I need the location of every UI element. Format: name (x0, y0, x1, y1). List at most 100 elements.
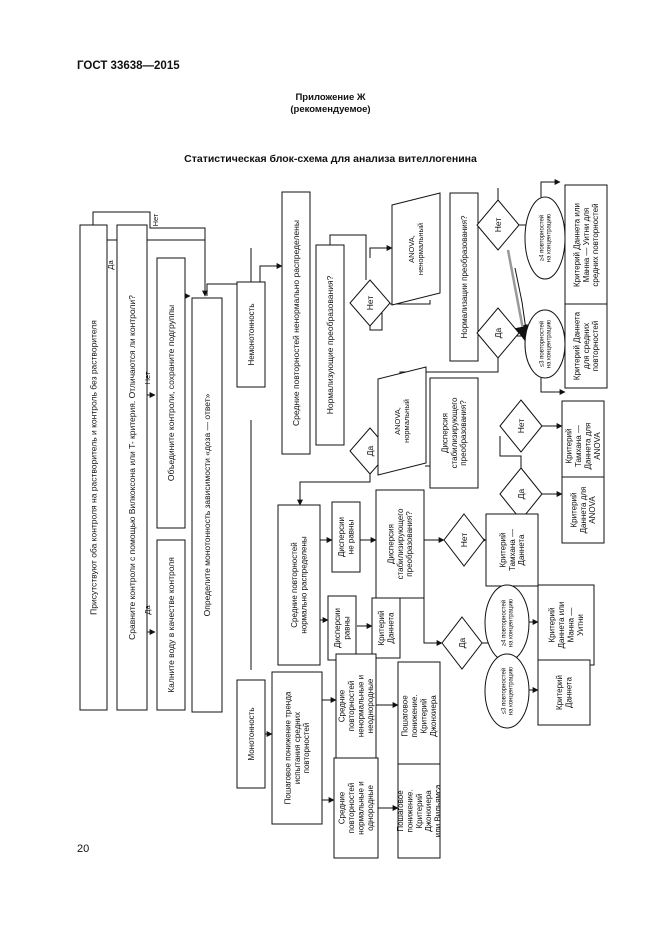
flow-node-text: Да (365, 445, 375, 456)
flow-node-text: Нормализующие преобразования? (325, 275, 335, 414)
connector-line (297, 474, 371, 506)
flow-node-text: ≤3 повторностейна концентрацию (539, 319, 553, 368)
flow-node-text: КритерийТамхана —Даннета (498, 529, 526, 571)
flow-node-text: ANOVA,ненормальный (407, 223, 425, 275)
flow-node-text: Дисперсиине равны (337, 517, 355, 557)
flow-node-n21: КритерийДаннета илиМанна —Уитни (537, 584, 595, 666)
flow-node-text: Сравните контроли с помощью Вилкоксона и… (127, 295, 137, 640)
flow-node-text: Немонотонность (247, 303, 256, 365)
flow-node-e4: ≤3 повторностейна концентрацию (484, 653, 530, 729)
appendix-subtitle: (рекомендуемое) (290, 104, 371, 115)
flow-node-d8: Да (441, 616, 483, 670)
connector-line (92, 225, 205, 241)
flow-node-text: КритерийТамхана —Даннета дляANOVA (565, 423, 602, 470)
flow-node-n28: Пошаговоепонижение.КритерийДжонхиера (397, 661, 441, 771)
flow-node-text: Да (457, 637, 467, 648)
flow-node-text: Нормализации преобразования? (460, 215, 469, 339)
flow-node-text: КритерийДаннета (555, 675, 573, 710)
connector-line (506, 249, 530, 342)
flow-node-text: Да (493, 327, 503, 338)
flow-node-text: ≤3 повторностейна концентрацию (501, 666, 515, 715)
connector-line (329, 234, 367, 280)
flow-node-n9: ANOVA,ненормальный (391, 192, 441, 306)
connector-line (92, 211, 208, 297)
flow-node-n10: Нормализации преобразования? (449, 192, 479, 362)
flow-node-text: Дисперсииравны (333, 608, 351, 648)
flow-node-text: Критерий Даннета илиМанна — Уитни длясре… (572, 203, 600, 287)
connector-line (540, 179, 561, 197)
flow-node-e1: ≥4 повторностейна концентрацию (524, 196, 566, 280)
flow-node-n11: Критерий Даннета илиМанна — Уитни длясре… (564, 184, 608, 306)
flow-node-text: Пошаговоепонижение.КритерийДжонхиера (401, 694, 438, 737)
edge-label-l4: Да (143, 605, 152, 615)
flow-node-n26: Пошаговое понижение трендаиспытания сред… (271, 671, 323, 825)
flow-node-n29: Средниеповторностейнормальные иоднородны… (333, 757, 379, 859)
connector-line (369, 245, 393, 258)
connector-line (390, 300, 431, 305)
connector-line (423, 572, 443, 646)
flow-node-e3: ≥4 повторностейна концентрацию (484, 584, 530, 662)
flow-node-text: Да (516, 488, 526, 499)
edge-label-l1: Нет (151, 213, 160, 226)
flow-node-text: Нет (516, 419, 526, 434)
flow-node-text: ≥4 повторностейна концентрацию (539, 213, 553, 262)
flow-node-n20: КритерийТамхана —Даннета (485, 513, 539, 587)
edge-label-l3: Нет (143, 371, 152, 384)
flow-node-text: Дисперсиястабилизирующегопреобразования? (386, 508, 414, 579)
flow-node-text: КритерийДаннета (377, 611, 395, 646)
flow-node-n3: Объедините контроли, сохраните подгруппы (156, 257, 186, 529)
flow-node-n27: Средниеповторностейненормальные инеоднор… (335, 653, 377, 759)
connector-line (514, 267, 529, 331)
flow-node-text: Средниеповторностейненормальные инеоднор… (338, 675, 375, 737)
flow-node-n4: Калните воду в качестве контроля (156, 539, 186, 711)
flow-node-n6: Немонотонность (236, 281, 266, 388)
flow-node-n24: КритерийДаннета (371, 597, 401, 659)
flow-node-n23: Дисперсииравны (327, 595, 357, 661)
flow-node-text: Нет (493, 218, 503, 233)
flow-node-text: Калните воду в качестве контроля (166, 557, 176, 693)
flow-node-d7: Нет (443, 513, 485, 567)
flow-node-n22: КритерийДаннета (537, 659, 591, 726)
flow-node-text: Нет (459, 533, 469, 548)
flow-node-text: Присутствуют оба контроля на растворител… (88, 320, 98, 615)
connector-line (369, 305, 383, 331)
page-number: 20 (77, 843, 90, 855)
flow-node-text: Дисперсиястабилизирующегопреобразования? (440, 397, 468, 468)
flow-node-text: Средниеповторностейнормальные иоднородны… (338, 781, 375, 834)
flow-node-text: Критерий Даннетадля среднихповторностей (572, 311, 600, 380)
appendix-title: Приложение Ж (295, 92, 366, 103)
flow-node-n5: Определите монотонность зависимости «доз… (191, 297, 223, 713)
flow-node-n8: Нормализующие преобразования? (315, 244, 345, 446)
flow-node-text: ANOVA,нормальный (393, 399, 411, 443)
flow-node-n25: Монотонность (236, 679, 266, 789)
flow-node-text: Монотонность (247, 707, 256, 760)
flow-node-text: Определите монотонность зависимости «доз… (202, 393, 212, 616)
connector-line (540, 378, 566, 395)
flow-node-d6: Да (499, 467, 543, 521)
flow-node-text: Средние повторностей ненормально распред… (291, 220, 301, 426)
flow-node-n13: ANOVA,нормальный (377, 366, 427, 476)
flow-node-e2: ≤3 повторностейна концентрацию (524, 309, 566, 379)
edge-label-l2: Да (106, 260, 115, 270)
flow-node-n14: Дисперсиястабилизирующегопреобразования? (429, 377, 479, 489)
flow-node-text: ≥4 повторностейна концентрацию (501, 598, 515, 647)
flow-node-text: Пошаговое понижение трендаиспытания сред… (283, 691, 311, 804)
flow-node-n7: Средние повторностей ненормально распред… (281, 191, 311, 455)
document-code: ГОСТ 33638—2015 (77, 60, 180, 72)
flow-node-n2: Сравните контроли с помощью Вилкоксона и… (116, 224, 148, 711)
flow-node-n30: Пошаговоепонижение.КритерийДжонхиераили … (396, 763, 443, 859)
flow-node-n1: Присутствуют оба контроля на растворител… (79, 224, 108, 711)
flow-node-n12: Критерий Даннетадля среднихповторностей (564, 303, 608, 389)
flow-node-n16: КритерийДаннета дляANOVA (561, 476, 605, 544)
flow-node-text: Нет (365, 296, 375, 311)
flow-node-text: КритерийДаннета дляANOVA (569, 487, 597, 534)
diagram-title: Статистическая блок-схема для анализа ви… (184, 153, 477, 165)
connector-line (499, 436, 522, 468)
flow-node-text: Пошаговоепонижение.КритерийДжонхиераили … (396, 784, 443, 837)
flow-node-d4: Да (476, 307, 520, 359)
flow-node-text: Объедините контроли, сохраните подгруппы (166, 305, 176, 481)
flow-node-n18: Дисперсиине равны (331, 501, 361, 573)
flow-node-n17: Средние повторностейнормально распределе… (277, 504, 321, 666)
flow-node-n19: Дисперсиястабилизирующегопреобразования? (375, 489, 425, 599)
